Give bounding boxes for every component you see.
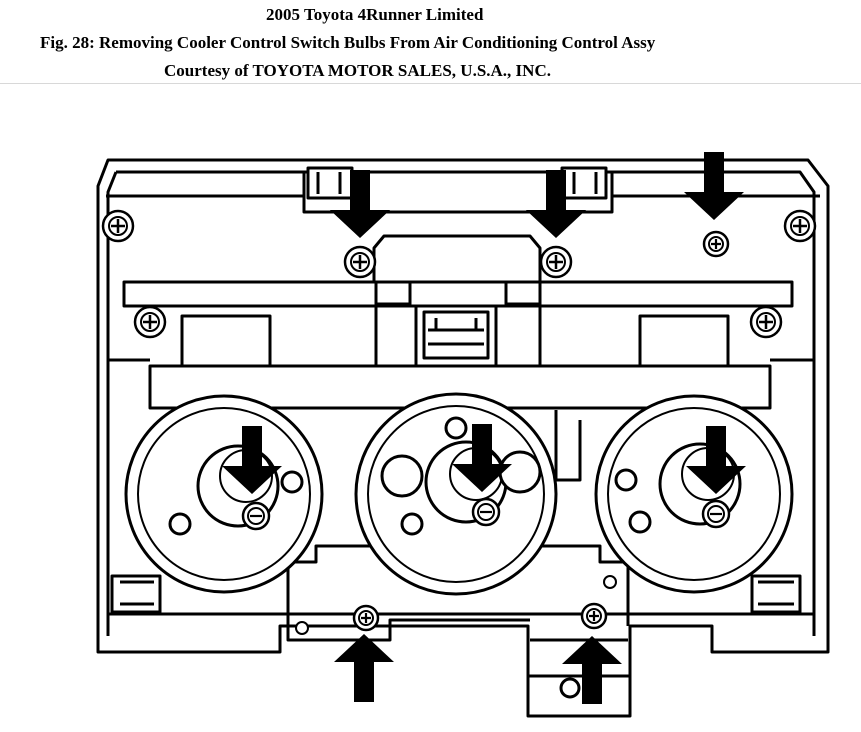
ac-control-assembly-diagram — [96, 152, 830, 718]
header-divider — [0, 83, 861, 84]
vehicle-title: 2005 Toyota 4Runner Limited — [266, 5, 484, 24]
mounting-screws — [101, 209, 817, 635]
figure-header: 2005 Toyota 4Runner Limited Fig. 28: Rem… — [0, 0, 861, 84]
knob-left — [124, 394, 324, 594]
courtesy-line: Courtesy of TOYOTA MOTOR SALES, U.S.A., … — [164, 61, 551, 80]
figure-caption: Fig. 28: Removing Cooler Control Switch … — [40, 33, 656, 52]
knob-right — [594, 394, 794, 594]
knob-center — [354, 392, 558, 596]
